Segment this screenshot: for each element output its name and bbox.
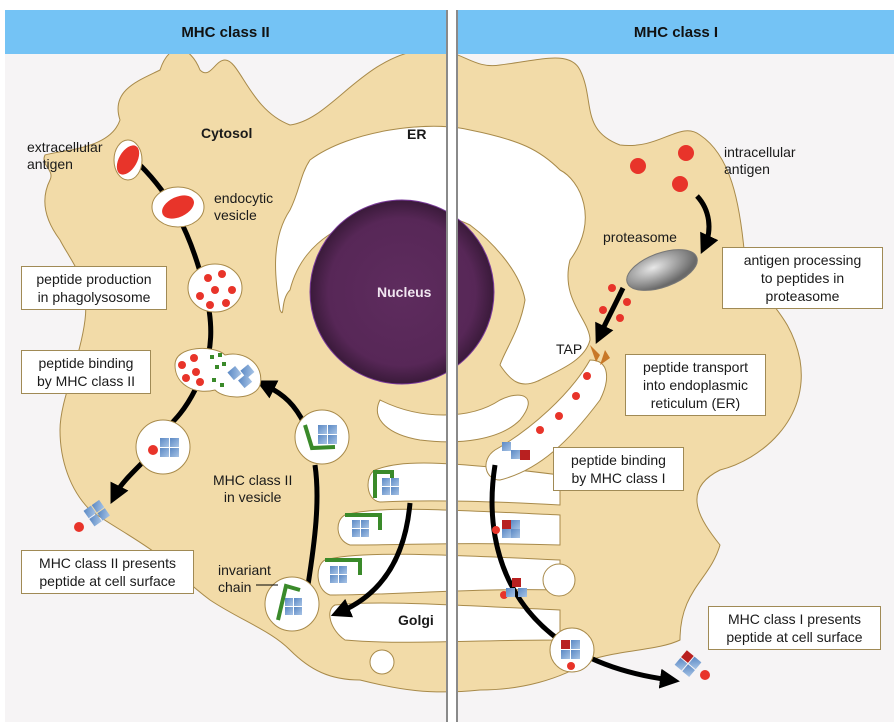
mhc-class-ii-molecule [227,364,255,389]
golgi-mhc-i [492,520,527,599]
golgi-cisterna [329,602,561,643]
endocytic-vesicle-label: endocytic vesicle [214,190,274,223]
cytosol-label: Cytosol [201,125,253,141]
invariant-chain-label: invariant chain [218,562,271,595]
endoplasmic-reticulum [275,125,591,385]
er-peptides [536,372,591,434]
proteasome-label: proteasome [603,229,677,245]
mhc-ii-in-vesicle-label: MHC class II in vesicle [213,472,293,505]
proteasome [626,249,698,291]
mhc-class-i-in-er [502,442,530,460]
antigen-in-vesicle [162,195,194,219]
er-label: ER [407,126,427,142]
presented-peptide [74,522,84,532]
tap-label: TAP [556,341,583,357]
invariant-chain [303,424,336,451]
golgi-mhc-ii [325,470,399,583]
peptide-production-box: peptide production in phagolysosome [21,266,167,310]
header-mhc-class-ii: MHC class II [5,10,446,54]
mhc-class-ii-molecule [160,438,179,457]
peptides [196,270,236,309]
nucleus-label: Nucleus [377,284,432,300]
mhc-class-ii-surface [83,499,110,527]
panel-divider [446,10,458,722]
extracellular-antigen-label: extracellular antigen [27,139,103,172]
golgi-vesicle [369,649,395,675]
golgi-label: Golgi [398,612,434,628]
to-tap-arrow [595,286,626,345]
peptide-transport-box: peptide transport into endoplasmic retic… [625,354,766,416]
intracellular-antigens [630,145,694,192]
tap-transporter [590,345,610,365]
mhc-ii-presents-box: MHC class II presents peptide at cell su… [21,550,194,594]
invariant-pathway-line [305,464,320,586]
mhc-class-i-surface [674,650,702,677]
to-proteasome-arrow [695,194,719,255]
mhc-i-presents-box: MHC class I presents peptide at cell sur… [708,606,881,650]
intracellular-antigen-label: intracellular antigen [724,144,796,177]
divider-line-right [456,10,458,722]
presented-peptide [700,670,710,680]
extracellular-antigen [116,145,140,175]
proteasome-peptides [599,284,631,322]
golgi-to-vesicle-arrow [330,502,413,618]
peptide-binding-mhc-ii-box: peptide binding by MHC class II [21,350,151,394]
golgi-vesicle [542,563,576,597]
antigen-processing-box: antigen processing to peptides in protea… [722,247,883,309]
divider-line-left [446,10,448,722]
mhc-i-export-arrow [489,464,680,689]
header-mhc-class-i: MHC class I [458,10,894,54]
peptide-binding-mhc-i-box: peptide binding by MHC class I [553,447,684,491]
